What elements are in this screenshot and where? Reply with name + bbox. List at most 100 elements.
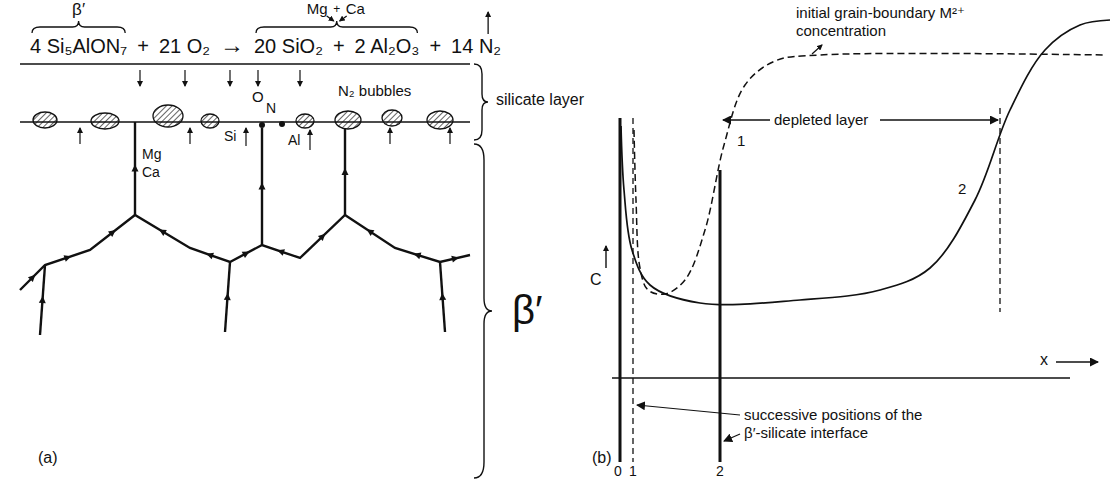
- equation-operator: +: [429, 34, 441, 58]
- oxygen-arrows: [184, 70, 185, 86]
- species-label: N: [266, 100, 276, 117]
- species-label: O: [252, 88, 264, 106]
- plot-axes: [1056, 361, 1098, 362]
- cation-label: Ca: [346, 0, 365, 18]
- grain-boundary: [20, 215, 470, 290]
- species-label: Mg: [142, 146, 161, 163]
- silicate-layer: [20, 63, 470, 65]
- cation-label: Mg: [307, 0, 328, 18]
- n2-bubbles: [33, 105, 453, 129]
- phase-label: β′: [512, 286, 543, 334]
- n2-bubbles: [427, 111, 453, 129]
- depleted-layer-marker: [723, 119, 770, 120]
- leader-lines: [637, 405, 740, 415]
- position-number: 0: [614, 463, 622, 480]
- interface-positions: [632, 118, 633, 462]
- silicate-layer: [20, 64, 470, 122]
- diffusion-arrowhead: [132, 165, 139, 172]
- depleted-layer-marker: [880, 119, 998, 120]
- part-label: N₂ bubbles: [338, 82, 411, 100]
- diffusion-arrowhead: [224, 293, 231, 300]
- depleted-layer-marker: [999, 108, 1000, 312]
- equation-braces: [256, 21, 417, 33]
- nitrogen-dots: [279, 121, 285, 127]
- diffusion-arrowhead: [342, 168, 349, 175]
- drawn-parts: [20, 12, 1110, 335]
- n2-bubbles: [201, 114, 219, 128]
- leader-lines: [812, 45, 822, 54]
- diffusion-arrowhead: [206, 253, 214, 260]
- species-label: Si: [224, 128, 236, 145]
- plot-axes: [606, 246, 1098, 378]
- concentration-curves: [621, 20, 1110, 305]
- equation-operator: +: [333, 34, 345, 58]
- region-label: depleted layer: [774, 111, 868, 129]
- curve-note: initial grain-boundary M²⁺ concentration: [796, 4, 966, 40]
- reaction-arrow: →: [220, 31, 244, 60]
- diffusion-arrowhead: [318, 234, 325, 241]
- diffusion-arrowhead: [277, 249, 285, 256]
- interface-positions: [619, 118, 622, 462]
- n2-bubbles: [382, 110, 402, 126]
- grain-boundaries: [20, 122, 470, 335]
- equation-braces: [327, 16, 334, 21]
- plot-axes: [605, 246, 606, 268]
- oxygen-arrows: [139, 70, 140, 86]
- cation-arrows: [309, 130, 310, 150]
- equation-braces: [32, 12, 488, 34]
- cation-arrows: [245, 128, 246, 146]
- later-curve: [621, 20, 1110, 305]
- depleted-layer-marker: [723, 108, 1000, 312]
- equation-braces: [32, 21, 125, 33]
- plus-sign: +: [333, 2, 340, 16]
- equation-term: 14 N₂: [451, 34, 501, 58]
- curve-number: 1: [737, 132, 745, 150]
- n2-bubbles: [335, 111, 361, 129]
- cation-arrows: [389, 128, 390, 144]
- curve-number: 2: [958, 180, 966, 198]
- oxygen-arrows: [257, 70, 258, 86]
- plot-axes: [612, 377, 1070, 378]
- equation-braces: [487, 12, 488, 34]
- layer-brackets: [474, 64, 492, 478]
- n2-bubbles: [296, 114, 314, 128]
- axis-label: C: [590, 270, 602, 289]
- cation-arrows: [79, 128, 80, 144]
- diffusion-arrowhead: [159, 229, 167, 236]
- species-label: Al: [288, 132, 300, 149]
- n2-bubbles: [91, 113, 119, 129]
- leader-lines: [724, 434, 740, 441]
- silicate-layer: [20, 121, 470, 123]
- diffusion-arrowhead: [451, 256, 459, 263]
- equation-term: 21 O₂: [159, 34, 210, 58]
- species-label: Ca: [142, 164, 160, 181]
- oxygen-arrows: [140, 70, 300, 86]
- diffusion-arrowhead: [259, 183, 266, 190]
- equation-term: 4 Si₅AlON₇: [30, 34, 127, 58]
- position-number: 1: [629, 463, 637, 480]
- note-label: successive positions of the β′-silicate …: [744, 406, 929, 442]
- initial-curve: [634, 53, 1105, 294]
- layer-label: silicate layer: [496, 90, 584, 109]
- diffusion-arrowhead: [367, 229, 375, 236]
- n2-bubbles: [33, 112, 57, 128]
- cation-arrows: [189, 128, 190, 144]
- equation-braces: [340, 16, 347, 21]
- diffusion-arrowhead: [242, 252, 250, 258]
- layer-brackets: [474, 144, 492, 478]
- equation-term: 2 Al₂O₃: [355, 34, 420, 58]
- panel-label: (b): [592, 448, 612, 467]
- diffusion-arrowhead: [414, 253, 422, 260]
- position-number: 2: [716, 463, 724, 480]
- layer-brackets: [474, 64, 488, 140]
- oxygen-arrows: [229, 70, 230, 86]
- diffusion-arrowhead: [64, 255, 72, 262]
- diffusion-arrowhead: [28, 275, 35, 282]
- diffusion-arrowhead: [39, 296, 46, 303]
- nitrogen-dots: [259, 121, 285, 128]
- axis-label: x: [1040, 350, 1048, 369]
- diffusion-arrowhead: [439, 293, 446, 300]
- phase-label: β′: [72, 0, 85, 20]
